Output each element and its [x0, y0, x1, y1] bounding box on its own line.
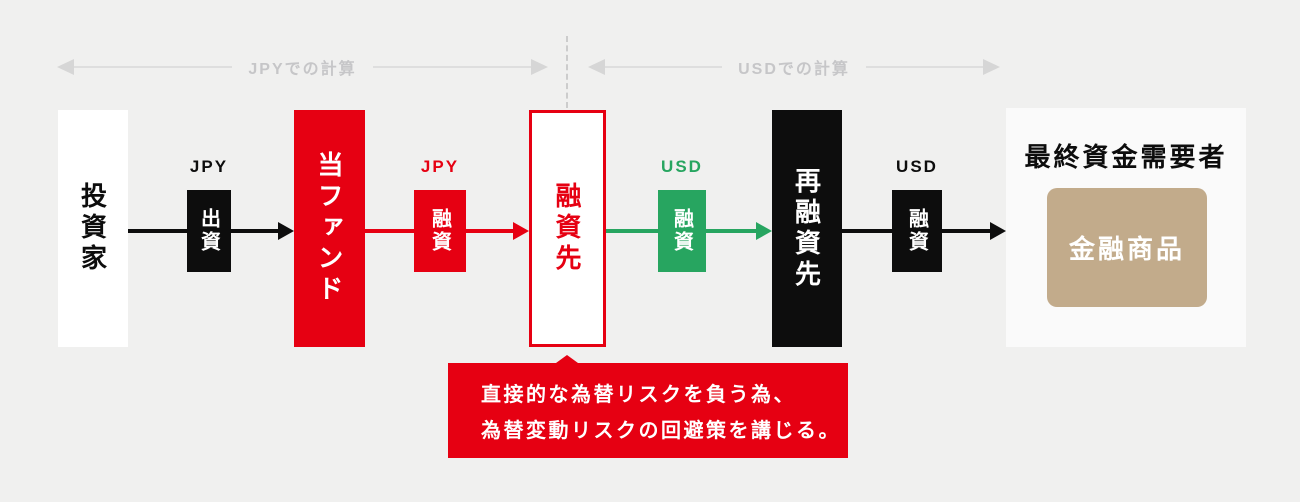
arrow-right-icon [990, 222, 1006, 240]
node-fund-label: 当ファンド [314, 151, 344, 306]
node-investor-label: 投資家 [77, 182, 108, 275]
action-box: 出資 [187, 190, 231, 272]
financial-product-label: 金融商品 [1068, 234, 1185, 264]
callout-text-line2: 為替変動リスクの回避策を講じる。 [481, 420, 841, 442]
node-investor: 投資家 [58, 110, 128, 347]
node-borrower-label: 融資先 [552, 182, 582, 275]
action-label: 出資 [197, 208, 220, 254]
currency-label: USD [896, 157, 938, 176]
guide-jpy-range: JPYでの計算 [57, 58, 548, 78]
edge-label-jpy-shusshi: JPY 出資 [187, 157, 231, 272]
arrow-right-icon [531, 59, 548, 75]
action-box: 融資 [658, 190, 706, 272]
arrow-right-icon [756, 222, 772, 240]
guide-usd-range: USDでの計算 [588, 58, 1001, 78]
guide-line [605, 66, 723, 68]
arrow-right-icon [983, 59, 1001, 75]
currency-label: JPY [189, 157, 229, 176]
currency-divider [566, 36, 568, 108]
action-box: 融資 [414, 190, 466, 272]
action-label: 融資 [428, 208, 451, 254]
edge-label-usd-yushi: USD 融資 [658, 157, 706, 272]
edge-label-usd-yushi-2: USD 融資 [892, 157, 942, 272]
currency-label: JPY [420, 157, 460, 176]
guide-line [372, 66, 531, 68]
guide-usd-label: USDでの計算 [738, 61, 850, 78]
node-refinance-label: 再融資先 [791, 166, 822, 291]
callout-pointer-icon [556, 355, 578, 363]
fx-risk-callout: 直接的な為替リスクを負う為、 為替変動リスクの回避策を講じる。 [448, 355, 848, 458]
arrow-left-icon [588, 59, 605, 75]
guide-line [865, 66, 984, 68]
edge-label-jpy-yushi: JPY 融資 [414, 157, 466, 272]
node-fund: 当ファンド [294, 110, 365, 347]
node-final-demander: 最終資金需要者 金融商品 [1006, 108, 1246, 347]
action-box: 融資 [892, 190, 942, 272]
currency-label: USD [661, 157, 703, 176]
callout-text-line1: 直接的な為替リスクを負う為、 [481, 384, 796, 406]
node-refinance: 再融資先 [772, 110, 842, 347]
arrow-right-icon [278, 222, 294, 240]
node-borrower: 融資先 [529, 110, 606, 347]
arrow-right-icon [513, 222, 529, 240]
arrow-left-icon [57, 59, 74, 75]
action-label: 融資 [905, 208, 928, 254]
financial-product-box: 金融商品 [1047, 188, 1207, 307]
guide-line [74, 66, 233, 68]
action-label: 融資 [670, 208, 693, 254]
final-demander-title: 最終資金需要者 [1024, 142, 1228, 172]
guide-jpy-label: JPYでの計算 [248, 61, 357, 78]
